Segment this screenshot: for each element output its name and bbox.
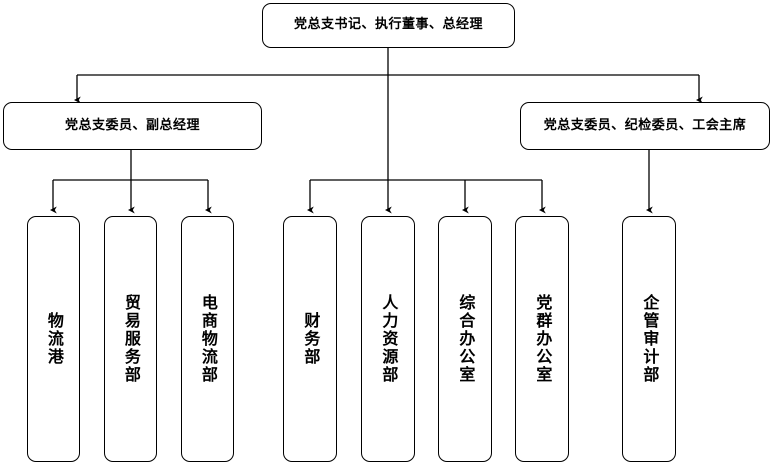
- node-right-discipline-label: 党总支委员、纪检委员、工会主席: [543, 117, 747, 133]
- node-dept-2-label: 贸易服务部: [121, 294, 141, 384]
- node-dept-8[interactable]: 企管审计部: [622, 216, 676, 462]
- node-dept-5-label: 人力资源部: [379, 294, 399, 384]
- node-dept-6-label: 综合办公室: [456, 294, 476, 384]
- node-dept-8-label: 企管审计部: [640, 294, 660, 384]
- node-dept-1-label: 物流港: [44, 312, 64, 366]
- node-top-label: 党总支书记、执行董事、总经理: [293, 17, 483, 33]
- node-dept-7-label: 党群办公室: [533, 294, 553, 384]
- node-dept-5[interactable]: 人力资源部: [361, 216, 415, 462]
- node-dept-1[interactable]: 物流港: [27, 216, 80, 462]
- node-top[interactable]: 党总支书记、执行董事、总经理: [262, 3, 515, 48]
- node-left-deputy-label: 党总支委员、副总经理: [64, 117, 200, 133]
- node-dept-4-label: 财务部: [301, 312, 321, 366]
- node-right-discipline[interactable]: 党总支委员、纪检委员、工会主席: [520, 102, 770, 150]
- node-left-deputy[interactable]: 党总支委员、副总经理: [3, 102, 262, 150]
- node-dept-6[interactable]: 综合办公室: [438, 216, 492, 462]
- node-dept-4[interactable]: 财务部: [283, 216, 337, 462]
- node-dept-2[interactable]: 贸易服务部: [104, 216, 157, 462]
- node-dept-7[interactable]: 党群办公室: [515, 216, 569, 462]
- node-dept-3-label: 电商物流部: [198, 294, 218, 384]
- node-dept-3[interactable]: 电商物流部: [181, 216, 234, 462]
